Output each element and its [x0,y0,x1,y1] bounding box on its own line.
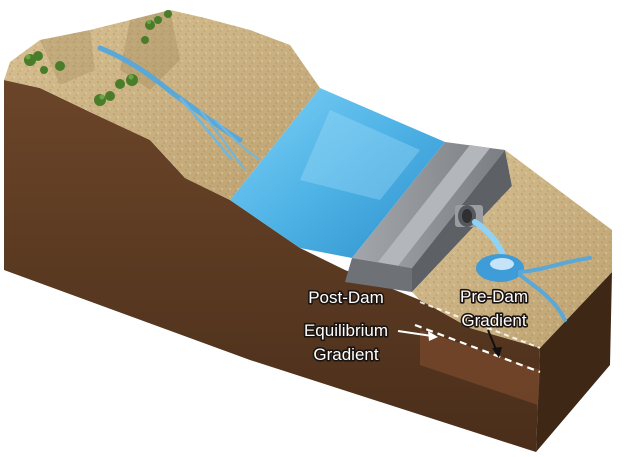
river-branch [214,119,261,161]
post-dam-label-line3: Gradient [313,345,378,364]
post-dam-arrow [397,330,438,341]
reservoir [230,88,445,258]
splash-foam [490,258,514,270]
pre-dam-arrow [487,329,502,358]
land-texture [4,10,320,200]
river-branch [179,97,233,161]
post-dam-gradient-line [414,323,541,374]
pre-dam-label-line2: Gradient [461,311,526,330]
downstream-texture [412,150,612,348]
upstream-river [97,45,243,143]
post-dam-label-line2: Equilibrium [304,321,388,340]
lower-strata-band [420,330,540,405]
tree-highlight [25,20,151,100]
hill-shadow-2 [40,30,95,85]
dam-front-face [345,258,412,292]
dam-crest [378,145,490,266]
pre-dam-gradient-line [419,301,541,349]
downstream-river [518,256,592,322]
soil-side-face [536,272,612,452]
pre-dam-label-line1: Pre-Dam [460,287,528,306]
post-dam-label-line1: Post-Dam [308,288,384,307]
soil-front-face [4,80,540,452]
reservoir-highlight [300,110,420,200]
hill-shadow [120,10,180,90]
river-branch [199,109,246,171]
